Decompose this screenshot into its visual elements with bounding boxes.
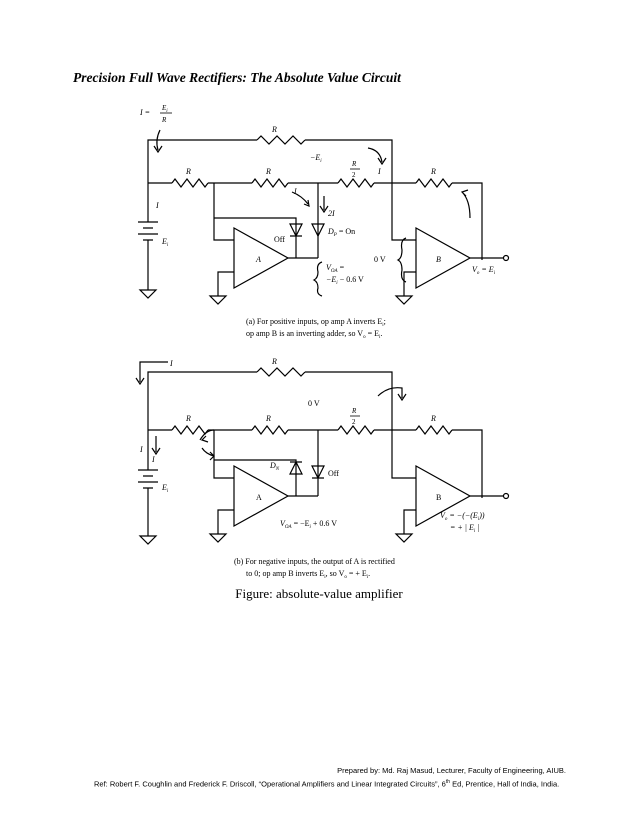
svg-text:I: I — [139, 445, 143, 454]
arrow-i-right-a — [367, 147, 387, 166]
label-off-a: Off — [274, 235, 285, 244]
svg-text:I: I — [151, 455, 155, 464]
arrow-right-b — [377, 387, 407, 402]
diode-off-b — [311, 465, 325, 480]
resistor-r-out-b — [415, 425, 453, 435]
footer-reference: Ref: Robert F. Coughlin and Frederick F.… — [94, 779, 560, 789]
opamp-a-b-triangle — [233, 464, 290, 528]
label-off-b: Off — [328, 469, 339, 478]
svg-text:Ei: Ei — [161, 104, 168, 114]
diode-dn-b — [289, 460, 303, 475]
svg-text:R: R — [185, 414, 191, 423]
brace-voa-a — [312, 261, 323, 297]
circuit-a: I = Ei R R R R R 2 R −Ei I 2I I Off DP =… — [138, 104, 510, 340]
svg-text:I: I — [377, 167, 381, 176]
caption-b-line1: (b) For negative inputs, the output of A… — [234, 557, 395, 566]
arrow-left-b — [199, 429, 215, 443]
absolute-value-circuit-figure: I = Ei R R R R R 2 R −Ei I 2I I Off DP =… — [135, 104, 510, 580]
resistor-r1-b — [171, 425, 209, 435]
caption-b-line2: to 0; op amp B inverts Ei, so Vo = + Ei. — [246, 569, 370, 580]
label-vo-b-line1: Vo = −(−(Ei)) — [440, 511, 485, 522]
figure-caption: Figure: absolute-value amplifier — [235, 586, 403, 601]
label-current-top-a: I = — [139, 108, 150, 117]
label-0v-b: 0 V — [308, 399, 320, 408]
brace-0v-a — [396, 237, 407, 283]
resistor-r1-a — [171, 178, 209, 188]
page-title: Precision Full Wave Rectifiers: The Abso… — [73, 70, 401, 85]
ground-opamp-a — [208, 295, 228, 305]
svg-text:R: R — [430, 414, 436, 423]
resistor-r2-a — [251, 178, 289, 188]
label-r1-a: R — [185, 167, 191, 176]
svg-text:R: R — [161, 116, 167, 124]
battery-a — [138, 221, 158, 241]
arrow-current-top-b — [135, 361, 168, 386]
label-voa-a: VOA = — [326, 263, 345, 274]
diode-dp-a — [311, 223, 325, 238]
diode-off-a — [289, 223, 303, 238]
ground-opamp-b — [394, 295, 414, 305]
output-terminal-b — [502, 492, 510, 500]
ground-opamp-a-b — [208, 533, 228, 543]
arrow-i-out-a — [460, 189, 471, 219]
label-voa-b: VOA = −Ei + 0.6 V — [280, 519, 337, 530]
resistor-top-b — [256, 367, 306, 377]
svg-text:R: R — [265, 414, 271, 423]
svg-text:R: R — [351, 407, 357, 415]
output-terminal-a — [502, 254, 510, 262]
label-0v-a: 0 V — [374, 255, 386, 264]
svg-text:2: 2 — [352, 418, 356, 426]
battery-b — [138, 469, 158, 489]
label-opamp-a-b: A — [256, 493, 262, 502]
resistor-r2-b — [251, 425, 289, 435]
label-r-out-a: R — [430, 167, 436, 176]
label-i-top-b: I — [169, 359, 173, 368]
label-r-top-b: R — [271, 357, 277, 366]
label-neg-ei-a: −Ei — [310, 153, 322, 164]
resistor-r-out-a — [415, 178, 453, 188]
arrow-current-top-a — [153, 129, 163, 154]
label-dn-b: DN — [269, 461, 280, 472]
label-2i-a: 2I — [328, 209, 335, 218]
ground-source-a — [138, 289, 158, 299]
circuit-b: I R R R R 2 R 0 V I I DN Off A B Ei VOA … — [135, 357, 510, 580]
arrow-down-b — [201, 447, 215, 461]
svg-text:I: I — [293, 187, 297, 196]
label-r-half-a: R — [351, 160, 357, 168]
label-source-ei-a: Ei — [161, 237, 169, 248]
caption-a-line2: op amp B is an inverting adder, so Vo = … — [246, 329, 382, 340]
opamp-b-b-triangle — [415, 464, 472, 528]
label-opamp-b-b: B — [436, 493, 441, 502]
label-opamp-a: A — [255, 255, 261, 264]
ground-source-b — [138, 535, 158, 545]
opamp-a-triangle — [233, 226, 290, 290]
svg-text:I: I — [155, 201, 159, 210]
resistor-r-half-a — [337, 178, 375, 188]
ground-opamp-b-b — [394, 533, 414, 543]
label-r2-a: R — [265, 167, 271, 176]
resistor-top-a — [256, 135, 306, 145]
caption-a-line1: (a) For positive inputs, op amp A invert… — [246, 317, 386, 328]
arrow-down-source-b — [151, 436, 161, 456]
arrow-2i-a — [319, 196, 329, 214]
opamp-b-triangle — [415, 226, 472, 290]
arrow-i-mid-a — [291, 191, 310, 207]
label-vo-b-line2: = + | Ei | — [450, 523, 479, 534]
label-dp-a: DP = On — [327, 227, 355, 238]
label-opamp-b: B — [436, 255, 441, 264]
label-r-top-a: R — [271, 125, 277, 134]
resistor-r-half-b — [337, 425, 375, 435]
svg-text:−Ei − 0.6 V: −Ei − 0.6 V — [326, 275, 364, 286]
footer-author: Prepared by: Md. Raj Masud, Lecturer, Fa… — [337, 766, 566, 775]
svg-text:2: 2 — [352, 171, 356, 179]
label-source-ei-b: Ei — [161, 483, 169, 494]
label-vo-a: Vo = Ei — [472, 265, 496, 276]
